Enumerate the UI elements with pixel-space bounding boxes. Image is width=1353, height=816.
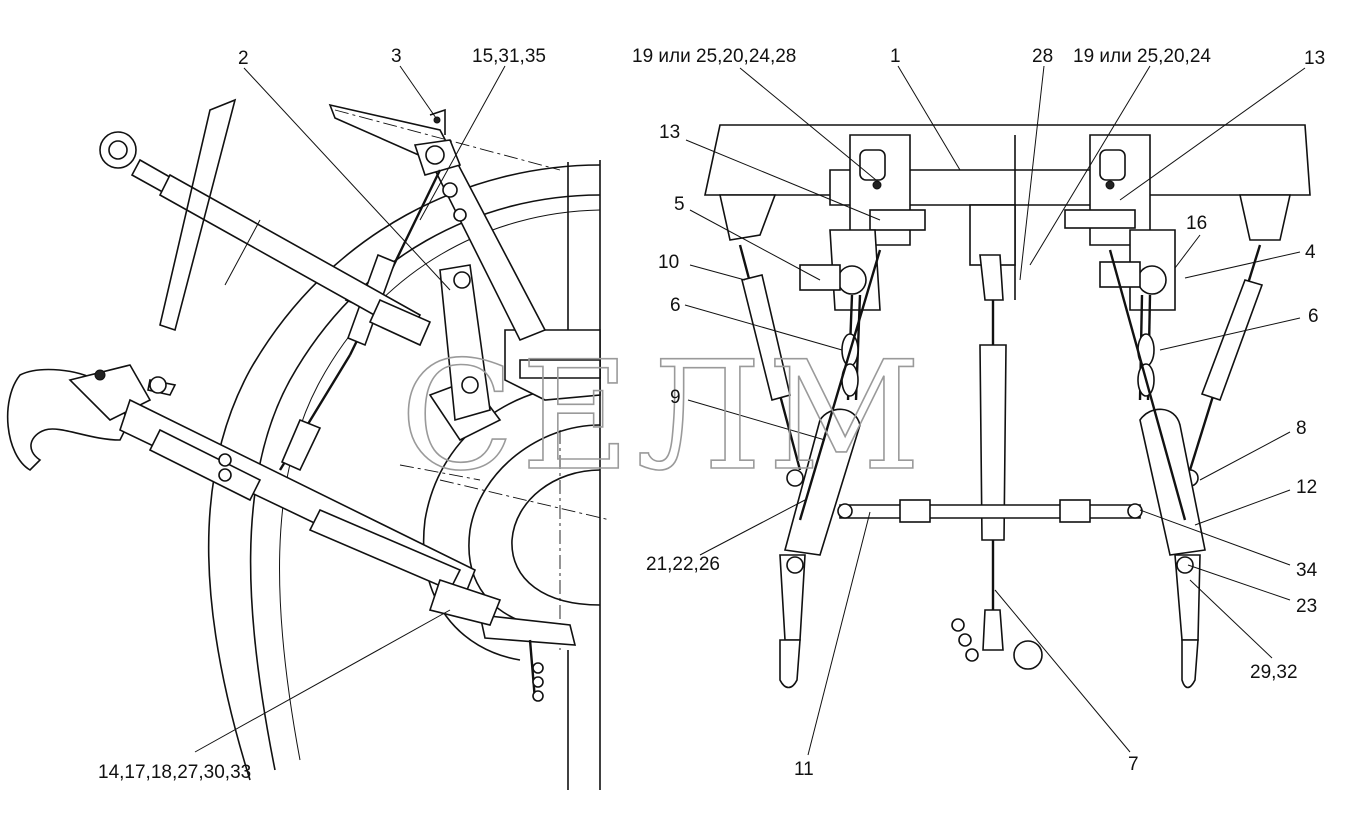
label-19-or-25-20-24-28: 19 или 25,20,24,28 [632, 46, 796, 67]
center-top-link [951, 254, 1043, 670]
right-lift-rod [1181, 244, 1264, 487]
rear-housing [704, 124, 1311, 300]
left-lower-link [779, 249, 882, 689]
labels-left: 2 3 15,31,35 14,17,18,27,30,33 [98, 46, 546, 783]
label-12: 12 [1296, 477, 1317, 498]
label-29-32: 29,32 [1250, 662, 1298, 683]
label-5: 5 [674, 194, 685, 215]
label-11: 11 [794, 759, 814, 780]
label-3: 3 [391, 46, 402, 67]
left-leaders [194, 65, 506, 753]
label-13-left: 13 [659, 122, 680, 143]
right-rear-view [684, 65, 1311, 756]
lower-link [6, 364, 502, 626]
link-bracket [439, 264, 491, 422]
watermark: СЕЛМ [400, 330, 927, 504]
upper-frame [328, 103, 561, 342]
label-34: 34 [1296, 560, 1318, 581]
label-15-31-35: 15,31,35 [472, 46, 546, 67]
top-link [99, 98, 432, 347]
left-side-view [6, 65, 611, 790]
label-23: 23 [1296, 596, 1317, 617]
axle-bracket [428, 329, 601, 702]
label-4: 4 [1305, 242, 1316, 263]
label-19-or-25-20-24: 19 или 25,20,24 [1073, 46, 1211, 67]
label-6-left: 6 [670, 295, 681, 316]
label-13-right: 13 [1304, 48, 1325, 69]
label-14-17-18-27-30-33: 14,17,18,27,30,33 [98, 762, 251, 783]
right-lower-link [1108, 249, 1206, 689]
label-1: 1 [890, 46, 901, 67]
label-16: 16 [1186, 213, 1207, 234]
stabilizer-bar [837, 499, 1143, 523]
label-6-right: 6 [1308, 306, 1319, 327]
label-2: 2 [238, 48, 249, 69]
label-8: 8 [1296, 418, 1307, 439]
label-21-22-26: 21,22,26 [646, 554, 720, 575]
right-leaders [684, 65, 1306, 756]
labels-right: 19 или 25,20,24,28 1 28 19 или 25,20,24 … [632, 46, 1325, 780]
left-lift-rod [738, 244, 804, 487]
label-7: 7 [1128, 754, 1139, 775]
label-10: 10 [658, 252, 679, 273]
label-28: 28 [1032, 46, 1053, 67]
label-9: 9 [670, 387, 681, 408]
